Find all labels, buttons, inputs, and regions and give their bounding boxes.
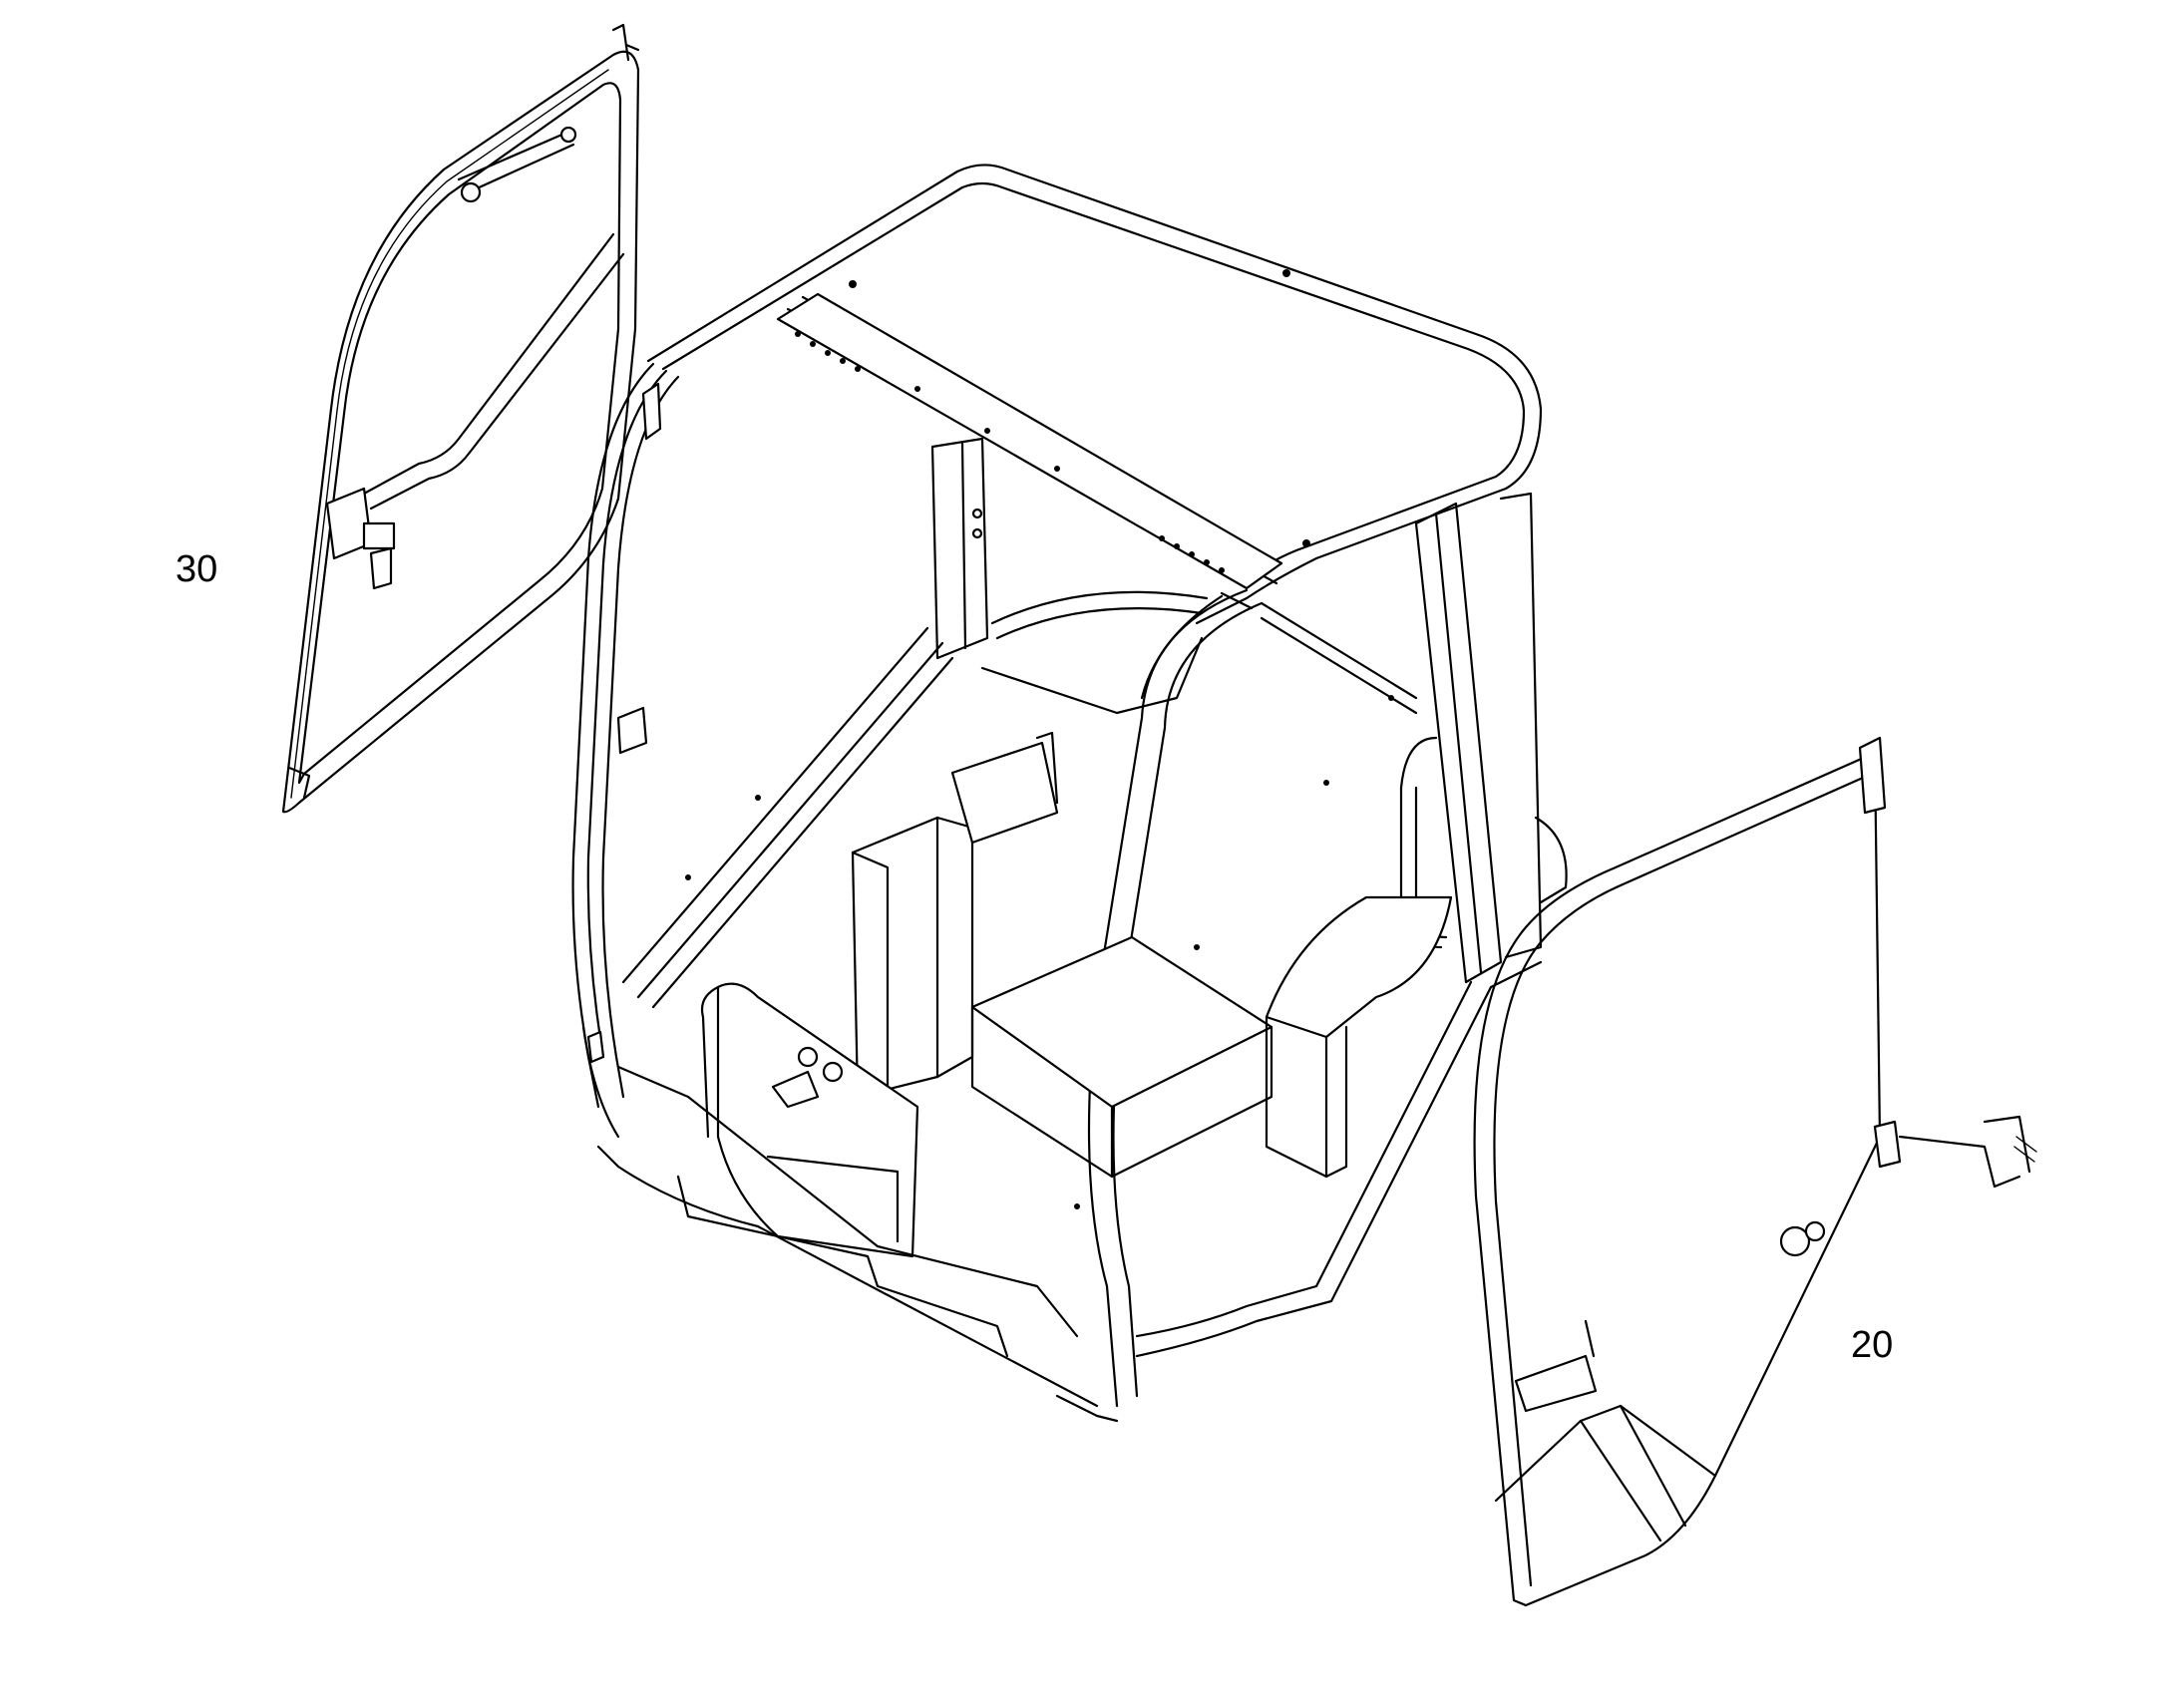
right-door-20 bbox=[1473, 736, 2037, 1607]
callout-label-right-door: 20 bbox=[1851, 1324, 1894, 1366]
left-door-30 bbox=[281, 23, 640, 814]
cab-frame bbox=[571, 164, 1568, 1423]
callout-label-left-door: 30 bbox=[176, 548, 218, 590]
